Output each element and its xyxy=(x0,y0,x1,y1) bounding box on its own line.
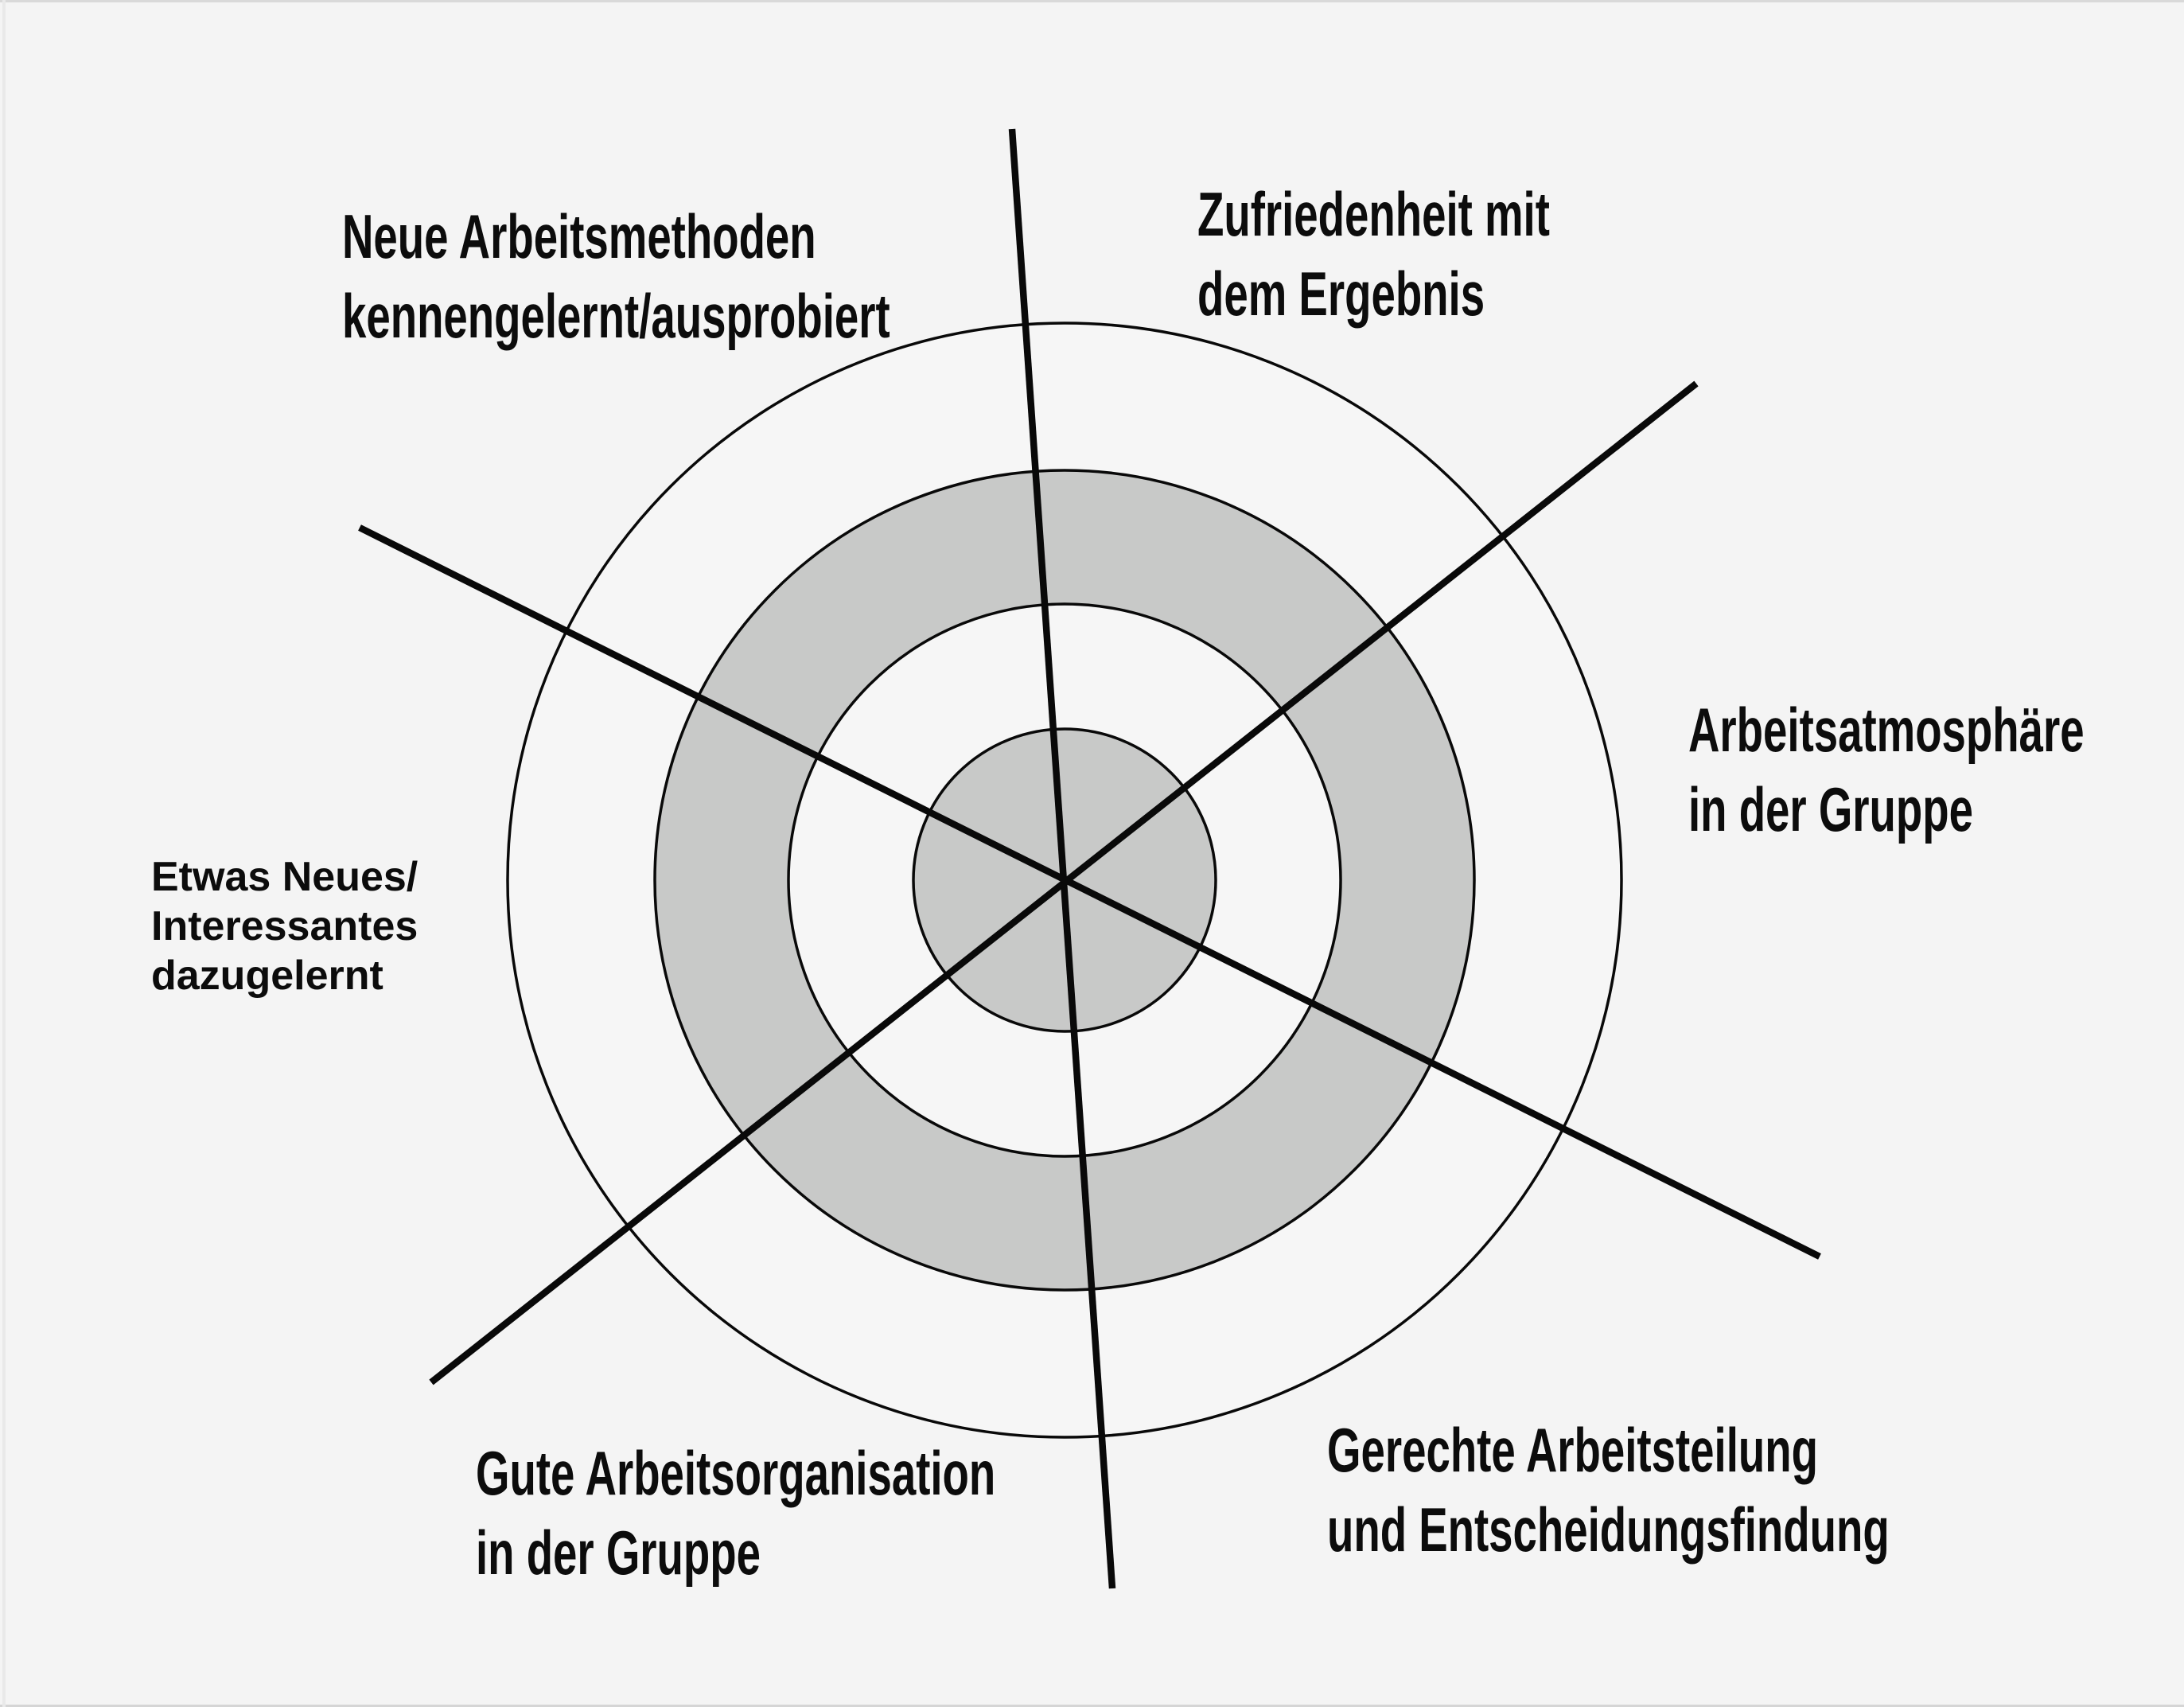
axis-label-good-work-organisation: Gute Arbeitsorganisation in der Gruppe xyxy=(476,1438,996,1588)
axis-label-fair-division-of-work: Gerechte Arbeitsteilung und Entscheidung… xyxy=(1327,1415,1890,1565)
axis-line-shallow-diagonal xyxy=(358,524,1821,1260)
axis-line-vertical xyxy=(1008,128,1116,1589)
page-bottom-edge-line xyxy=(0,1705,2184,1707)
axis-label-new-work-methods: Neue Arbeitsmethoden kennengelernt/auspr… xyxy=(342,201,890,351)
page-top-edge-line xyxy=(0,0,2184,2)
page-left-edge-line xyxy=(2,0,6,1707)
axis-label-learned-something-new: Etwas Neues/ Interessantes dazugelernt xyxy=(151,854,419,999)
axis-label-satisfaction-with-result: Zufriedenheit mit dem Ergebnis xyxy=(1197,179,1550,329)
axis-label-work-atmosphere: Arbeitsatmosphäre in der Gruppe xyxy=(1688,695,2085,844)
